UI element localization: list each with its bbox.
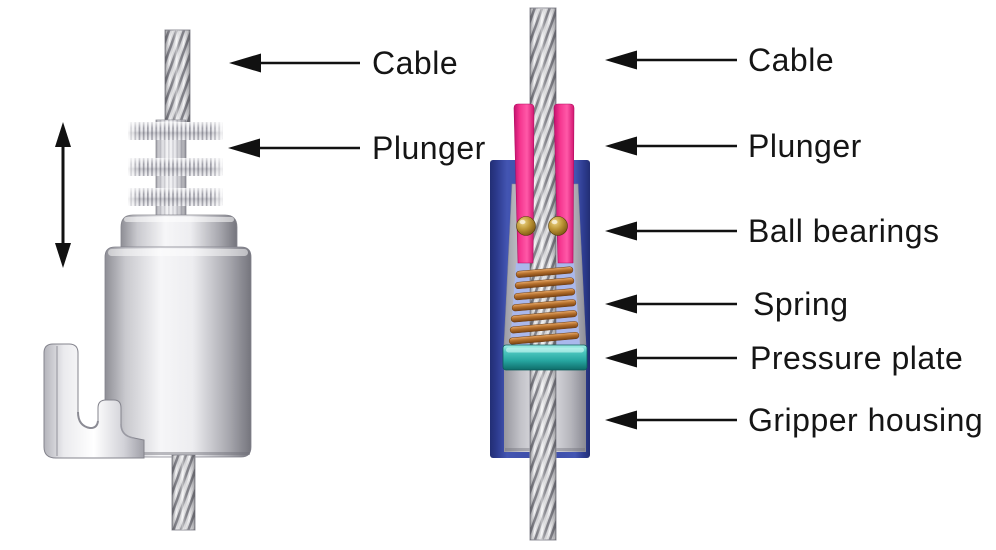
plunger-knurl-disc	[128, 188, 223, 206]
plunger-knurl-disc	[128, 122, 223, 140]
plunger-knurl-disc	[128, 158, 223, 176]
spring-coil	[511, 299, 577, 312]
arrow-spring-icon	[605, 294, 737, 314]
spring-coil	[510, 310, 578, 323]
label-gripper-housing: Gripper housing	[748, 402, 984, 438]
spring-coil	[513, 288, 576, 301]
spring-coils	[508, 266, 580, 345]
arrow-ball-bearings-icon	[605, 221, 737, 241]
arrow-plunger-left-icon	[228, 138, 360, 158]
label-arrows	[228, 50, 737, 430]
label-pressure-plate: Pressure plate	[750, 340, 964, 376]
arrow-cable-left-icon	[229, 53, 360, 73]
label-plunger-left: Plunger	[372, 130, 486, 166]
ball-bearings	[516, 216, 568, 236]
label-plunger-right: Plunger	[748, 128, 862, 164]
plunger-knurl-discs	[128, 122, 223, 206]
gripper-body	[104, 246, 252, 458]
label-ball-bearings: Ball bearings	[748, 213, 940, 249]
spring-coil	[508, 331, 580, 345]
ball-bearing-left	[516, 216, 536, 236]
ball-bearing-right	[548, 216, 568, 236]
pressure-plate	[502, 344, 588, 371]
spring-coil	[514, 277, 575, 289]
gripper-cap	[120, 214, 238, 252]
spring-coil	[515, 266, 574, 278]
arrow-plunger-right-icon	[605, 136, 737, 156]
movement-double-arrow-icon	[55, 122, 71, 268]
label-cable-right: Cable	[748, 42, 835, 78]
label-spring: Spring	[753, 286, 849, 322]
cross-section-figure	[490, 7, 590, 541]
arrow-cable-right-icon	[605, 50, 737, 70]
cable-top-left	[164, 29, 191, 131]
hook	[43, 343, 145, 459]
cable-bottom-left	[171, 454, 196, 531]
arrow-gripper-housing-icon	[605, 410, 737, 430]
external-view-figure	[43, 29, 252, 531]
arrow-pressure-plate-icon	[605, 348, 737, 368]
spring-coil	[509, 321, 579, 334]
label-cable-left: Cable	[372, 45, 459, 81]
